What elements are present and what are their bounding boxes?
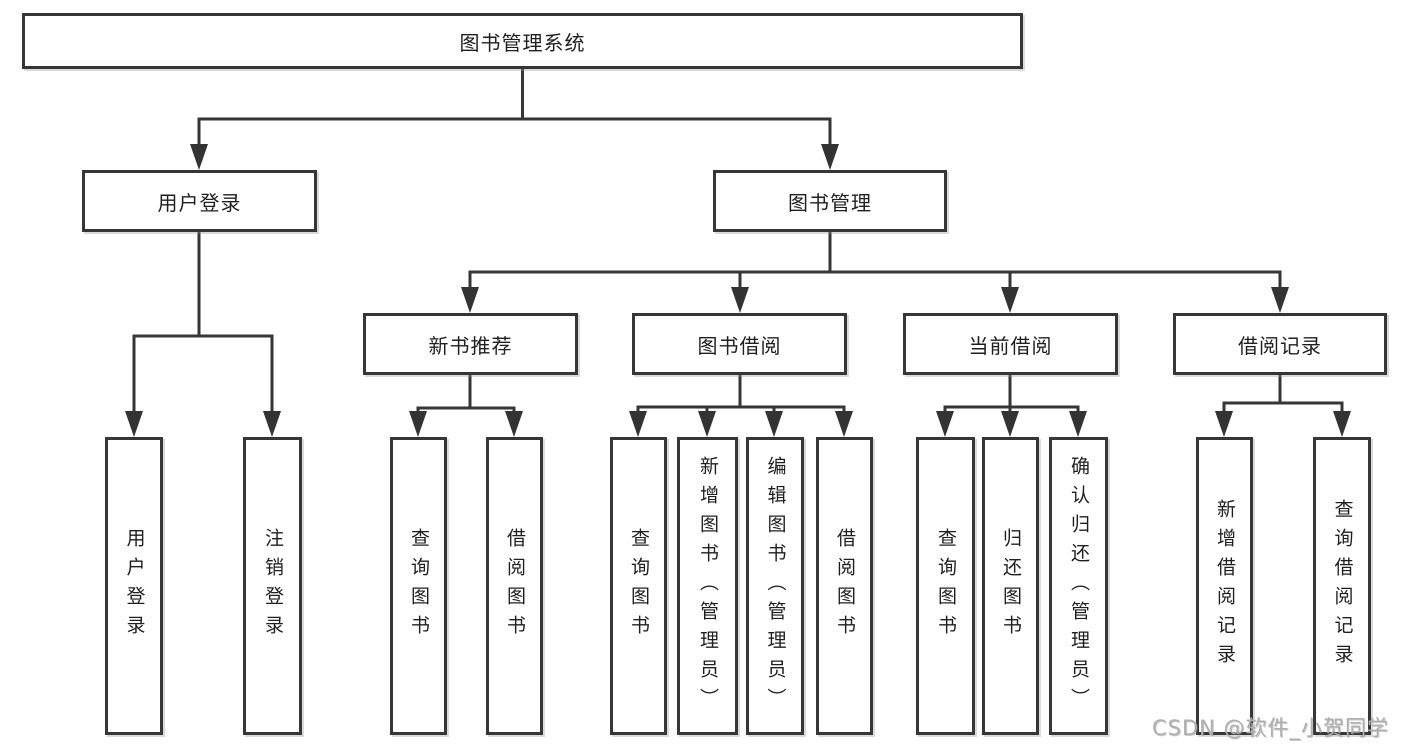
node-label: 图书借阅 bbox=[697, 333, 782, 358]
node-label: 新增图书（管理员） bbox=[697, 455, 719, 717]
node-label: 查询借阅记录 bbox=[1331, 499, 1354, 673]
csdn-watermark: CSDN @软件_小贺同学 bbox=[1152, 716, 1390, 740]
leaf-query-borrow-record: 查询借阅记录 bbox=[1313, 437, 1371, 735]
node-new-book-recommendation: 新书推荐 bbox=[363, 313, 578, 375]
leaf-user-login: 用户登录 bbox=[105, 437, 163, 735]
node-label: 借阅记录 bbox=[1238, 333, 1322, 358]
node-label: 查询图书 bbox=[935, 528, 957, 644]
node-label: 查询图书 bbox=[628, 528, 650, 644]
node-label: 查询图书 bbox=[408, 528, 430, 644]
node-borrowing-records: 借阅记录 bbox=[1173, 313, 1387, 375]
node-label: 借阅图书 bbox=[504, 528, 526, 644]
node-label: 借阅图书 bbox=[834, 528, 856, 644]
leaf-add-borrow-record: 新增借阅记录 bbox=[1196, 437, 1253, 735]
leaf-add-book-admin: 新增图书（管理员） bbox=[677, 437, 738, 735]
leaf-edit-book-admin: 编辑图书（管理员） bbox=[746, 437, 804, 735]
leaf-query-books-recommend: 查询图书 bbox=[390, 437, 447, 735]
node-label: 编辑图书（管理员） bbox=[764, 455, 787, 717]
node-label: 注销登录 bbox=[262, 528, 284, 644]
node-user-login: 用户登录 bbox=[82, 170, 317, 232]
leaf-logout: 注销登录 bbox=[243, 437, 302, 735]
node-label: 图书管理系统 bbox=[459, 30, 586, 55]
node-label: 用户登录 bbox=[123, 528, 146, 644]
node-label: 图书管理 bbox=[788, 190, 872, 215]
node-label: 确认归还（管理员） bbox=[1068, 455, 1090, 717]
leaf-borrow-books-borrowing: 借阅图书 bbox=[816, 437, 873, 735]
node-label: 用户登录 bbox=[157, 190, 242, 215]
node-current-borrowing: 当前借阅 bbox=[903, 313, 1118, 375]
node-label: 当前借阅 bbox=[968, 333, 1053, 358]
leaf-query-books-current: 查询图书 bbox=[916, 437, 975, 735]
leaf-confirm-return-admin: 确认归还（管理员） bbox=[1049, 437, 1108, 735]
node-book-management: 图书管理 bbox=[713, 170, 947, 232]
node-label: 新书推荐 bbox=[428, 333, 513, 358]
leaf-query-books-borrowing: 查询图书 bbox=[610, 437, 667, 735]
node-label: 归还图书 bbox=[1000, 528, 1022, 644]
leaf-return-books: 归还图书 bbox=[982, 437, 1039, 735]
leaf-borrow-books-recommend: 借阅图书 bbox=[486, 437, 543, 735]
node-library-management-system: 图书管理系统 bbox=[22, 13, 1023, 69]
node-label: 新增借阅记录 bbox=[1214, 499, 1236, 673]
node-book-borrowing: 图书借阅 bbox=[632, 313, 847, 375]
